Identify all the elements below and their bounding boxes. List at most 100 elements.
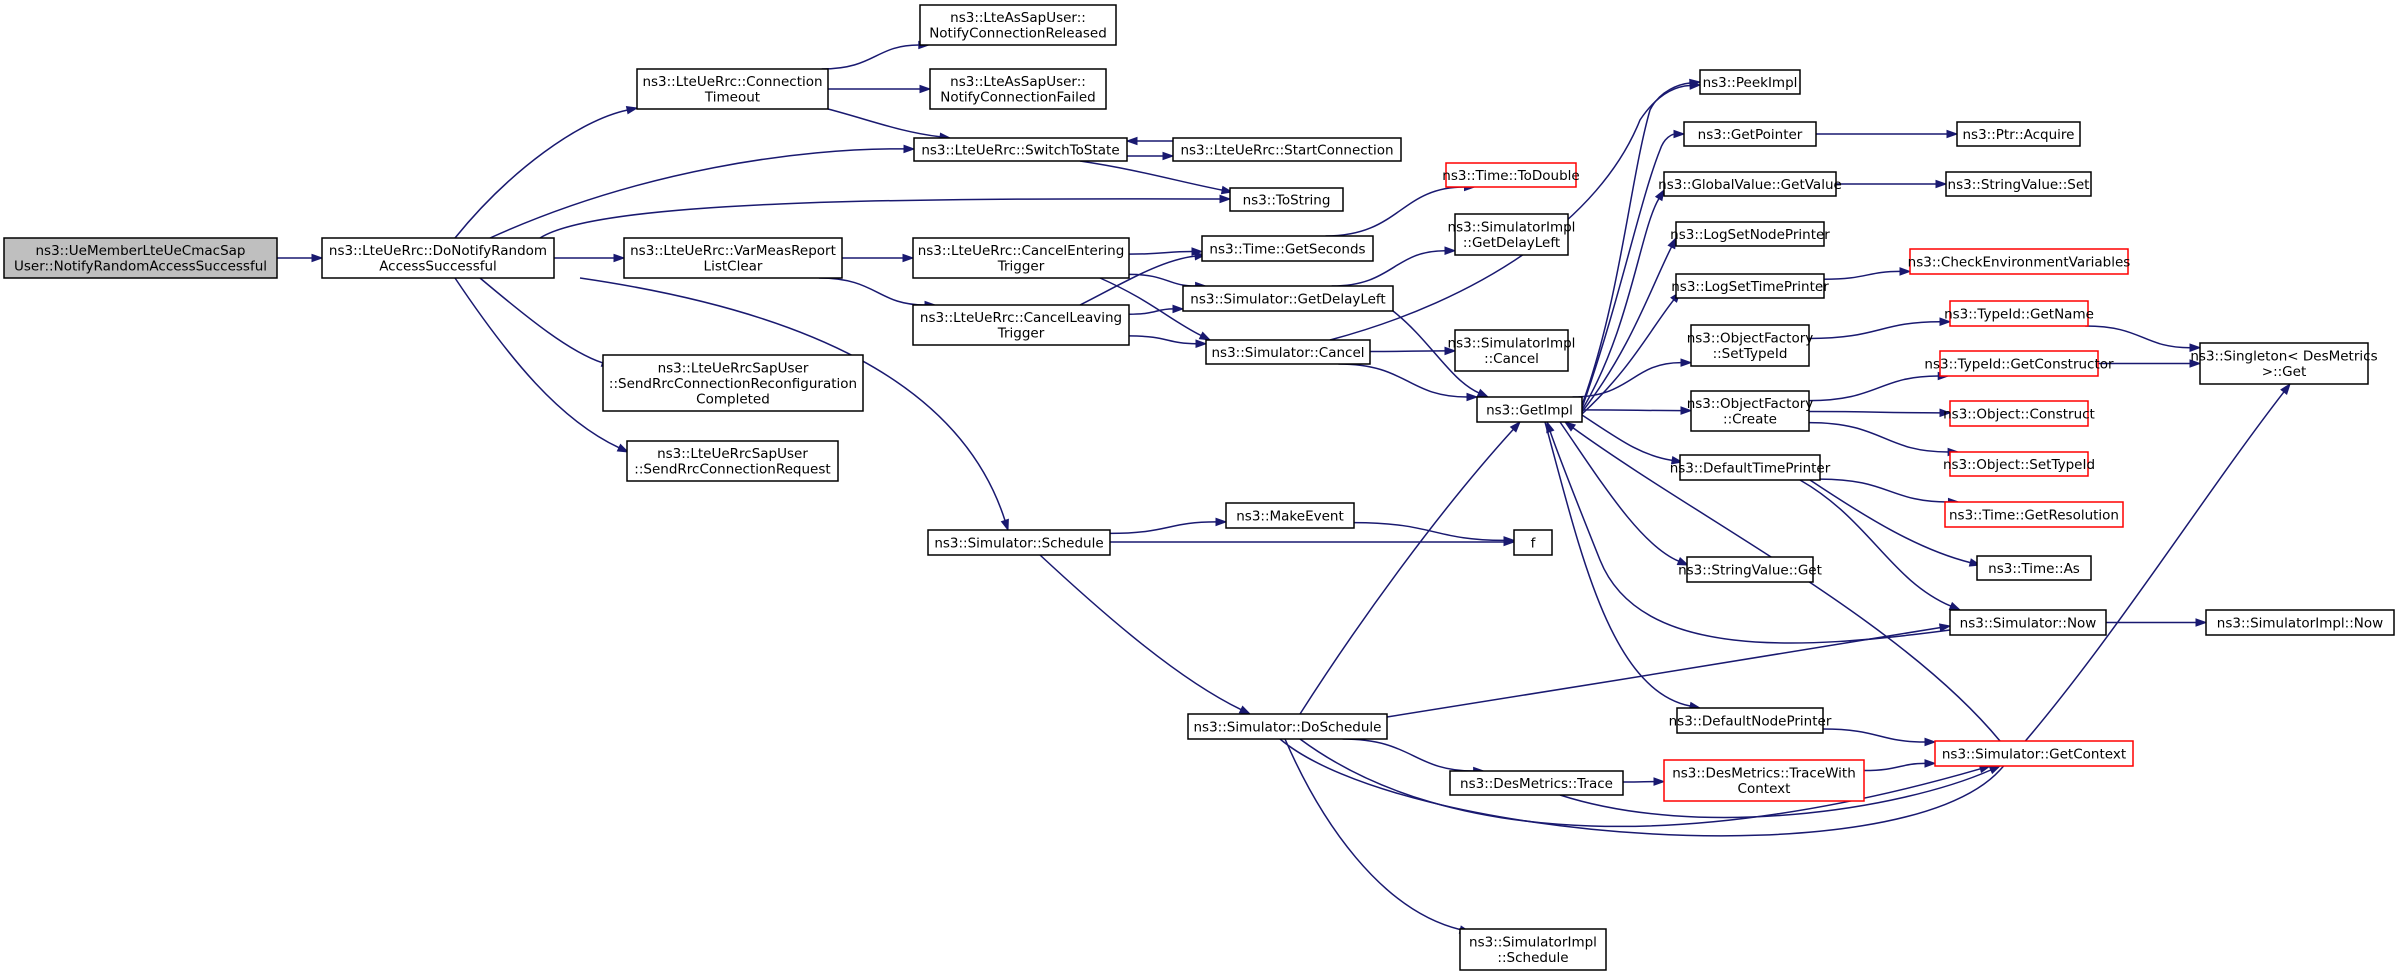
arrowhead-icon bbox=[1899, 267, 1912, 276]
node-label-line: ns3::MakeEvent bbox=[1236, 508, 1344, 524]
function-node-simGetContext[interactable]: ns3::Simulator::GetContext bbox=[1934, 740, 2134, 767]
function-node-sendReconfig[interactable]: ns3::LteUeRrcSapUser::SendRrcConnectionR… bbox=[602, 354, 864, 412]
function-node-ofSetTypeId[interactable]: ns3::ObjectFactory::SetTypeId bbox=[1687, 324, 1814, 367]
function-node-doSchedule[interactable]: ns3::Simulator::DoSchedule bbox=[1187, 713, 1388, 740]
function-node-getSeconds[interactable]: ns3::Time::GetSeconds bbox=[1201, 235, 1374, 262]
node-label-line: ns3::PeekImpl bbox=[1703, 75, 1798, 91]
function-node-failSap[interactable]: ns3::LteAsSapUser::NotifyConnectionFaile… bbox=[929, 68, 1107, 110]
function-node-implNow[interactable]: ns3::SimulatorImpl::Now bbox=[2205, 609, 2395, 636]
node-box bbox=[1663, 171, 1837, 197]
function-node-svGet[interactable]: ns3::StringValue::Get bbox=[1678, 556, 1822, 583]
node-box bbox=[2205, 609, 2395, 636]
call-edge-doSchedule-to-simNow bbox=[1386, 626, 1941, 718]
node-label-line: ns3::UeMemberLteUeCmacSap bbox=[36, 243, 246, 259]
function-node-toString[interactable]: ns3::ToString bbox=[1229, 187, 1344, 212]
node-label-line: ns3::Object::SetTypeId bbox=[1943, 457, 2095, 473]
call-edge-getImpl-to-getPointer bbox=[1581, 133, 1675, 409]
arrowhead-icon bbox=[1948, 601, 1962, 611]
node-label-line: ns3::LteUeRrc::CancelLeaving bbox=[920, 310, 1122, 326]
call-edges bbox=[276, 40, 2291, 934]
call-edge-defNodePrinter-to-simGetContext bbox=[1822, 728, 1926, 743]
node-label-line: User::NotifyRandomAccessSuccessful bbox=[14, 259, 267, 275]
node-box bbox=[1949, 400, 2089, 427]
node-box bbox=[1690, 390, 1810, 432]
node-label-line: ::SetTypeId bbox=[1713, 346, 1788, 362]
function-node-gvGetValue[interactable]: ns3::GlobalValue::GetValue bbox=[1658, 171, 1842, 197]
function-node-sendRequest[interactable]: ns3::LteUeRrcSapUser::SendRrcConnectionR… bbox=[626, 440, 839, 482]
function-node-logNodePrinter[interactable]: ns3::LogSetNodePrinter bbox=[1670, 221, 1830, 247]
node-label-line: Context bbox=[1738, 781, 1791, 797]
function-node-ofCreate[interactable]: ns3::ObjectFactory::Create bbox=[1687, 390, 1814, 432]
function-node-peekImpl[interactable]: ns3::PeekImpl bbox=[1699, 69, 1801, 95]
call-edge-doSchedule-to-implSchedule bbox=[1284, 738, 1461, 931]
function-node-singletonGet[interactable]: ns3::Singleton< DesMetrics >::Get bbox=[2190, 342, 2378, 385]
arrowhead-icon bbox=[1172, 304, 1185, 314]
node-box bbox=[1676, 707, 1824, 734]
node-label-line: ns3::ToString bbox=[1243, 192, 1331, 208]
function-node-objSetTypeId[interactable]: ns3::Object::SetTypeId bbox=[1943, 451, 2095, 477]
function-node-ptrAcquire[interactable]: ns3::Ptr::Acquire bbox=[1956, 121, 2081, 147]
function-node-logTimePrinter[interactable]: ns3::LogSetTimePrinter bbox=[1671, 273, 1829, 299]
function-node-toDouble[interactable]: ns3::Time::ToDouble bbox=[1442, 162, 1580, 188]
call-edge-cancelEntering-to-simCancel bbox=[1099, 277, 1202, 337]
function-node-f[interactable]: f bbox=[1513, 529, 1553, 556]
node-label-line: Timeout bbox=[704, 90, 760, 106]
function-node-switchState[interactable]: ns3::LteUeRrc::SwitchToState bbox=[913, 137, 1128, 162]
function-node-defTimePrinter[interactable]: ns3::DefaultTimePrinter bbox=[1670, 454, 1831, 481]
function-node-desTrace[interactable]: ns3::DesMetrics::Trace bbox=[1449, 770, 1624, 796]
node-box bbox=[1445, 162, 1577, 188]
node-box bbox=[929, 68, 1107, 110]
function-node-timeGetRes[interactable]: ns3::Time::GetResolution bbox=[1944, 501, 2124, 528]
function-node-checkEnv[interactable]: ns3::CheckEnvironmentVariables bbox=[1908, 248, 2131, 275]
function-node-simSchedule[interactable]: ns3::Simulator::Schedule bbox=[927, 529, 1111, 556]
function-node-implGetDelayLeft[interactable]: ns3::SimulatorImpl::GetDelayLeft bbox=[1448, 213, 1576, 256]
call-edge-getImpl-to-peekImpl bbox=[1581, 82, 1691, 406]
node-box bbox=[3, 237, 278, 279]
function-node-objConstruct[interactable]: ns3::Object::Construct bbox=[1943, 400, 2095, 427]
function-node-simNow[interactable]: ns3::Simulator::Now bbox=[1949, 609, 2107, 636]
node-label-line: ns3::LogSetTimePrinter bbox=[1671, 279, 1829, 295]
node-box bbox=[912, 304, 1130, 346]
function-node-getImpl[interactable]: ns3::GetImpl bbox=[1476, 396, 1583, 423]
call-edge-cancelEntering-to-getDelayLeft bbox=[1128, 273, 1196, 287]
function-node-getDelayLeft[interactable]: ns3::Simulator::GetDelayLeft bbox=[1182, 285, 1394, 312]
node-label-line: ns3::SimulatorImpl bbox=[1448, 336, 1576, 352]
function-node-implCancel[interactable]: ns3::SimulatorImpl::Cancel bbox=[1448, 329, 1576, 372]
node-label-line: ns3::TypeId::GetConstructor bbox=[1924, 356, 2114, 372]
node-box bbox=[1476, 396, 1583, 423]
node-label-line: ns3::DefaultNodePrinter bbox=[1669, 713, 1832, 729]
function-node-makeEvent[interactable]: ns3::MakeEvent bbox=[1225, 502, 1355, 529]
node-label-line: ns3::Simulator::Schedule bbox=[934, 535, 1103, 551]
call-edge-doSchedule-to-desTrace bbox=[1342, 738, 1474, 772]
node-label-line: ::SendRrcConnectionRequest bbox=[634, 462, 830, 478]
call-edge-makeEvent-to-f bbox=[1353, 521, 1505, 542]
function-node-implSchedule[interactable]: ns3::SimulatorImpl::Schedule bbox=[1459, 928, 1607, 971]
function-node-simCancel[interactable]: ns3::Simulator::Cancel bbox=[1205, 339, 1371, 365]
function-node-timeAs[interactable]: ns3::Time::As bbox=[1976, 555, 2092, 581]
node-label-line: ns3::ObjectFactory bbox=[1687, 396, 1814, 412]
function-node-doNotify[interactable]: ns3::LteUeRrc::DoNotifyRandomAccessSucce… bbox=[321, 237, 555, 279]
node-box bbox=[1690, 324, 1810, 367]
function-node-getPointer[interactable]: ns3::GetPointer bbox=[1683, 121, 1817, 147]
function-node-startConn[interactable]: ns3::LteUeRrc::StartConnection bbox=[1172, 137, 1402, 162]
node-label-line: ns3::Time::ToDouble bbox=[1442, 168, 1579, 184]
node-label-line: ns3::Simulator::GetDelayLeft bbox=[1190, 291, 1385, 307]
function-node-svSet[interactable]: ns3::StringValue::Set bbox=[1945, 171, 2092, 197]
node-label-line: ns3::ObjectFactory bbox=[1687, 331, 1814, 347]
arrowhead-icon bbox=[1215, 517, 1228, 527]
arrowhead-icon bbox=[1680, 358, 1693, 367]
function-node-typeIdGetName[interactable]: ns3::TypeId::GetName bbox=[1944, 300, 2094, 327]
call-edge-simSchedule-to-doSchedule bbox=[1039, 554, 1242, 711]
function-node-typeIdGetCtor[interactable]: ns3::TypeId::GetConstructor bbox=[1924, 350, 2114, 377]
arrowhead-icon bbox=[1476, 388, 1490, 398]
function-node-defNodePrinter[interactable]: ns3::DefaultNodePrinter bbox=[1669, 707, 1832, 734]
root-function-node[interactable]: ns3::UeMemberLteUeCmacSapUser::NotifyRan… bbox=[3, 237, 278, 279]
node-label-line: ns3::GetPointer bbox=[1698, 127, 1803, 143]
function-node-relSap[interactable]: ns3::LteAsSapUser::NotifyConnectionRelea… bbox=[919, 4, 1117, 46]
call-edge-simNow-to-getImpl bbox=[1549, 431, 1951, 644]
